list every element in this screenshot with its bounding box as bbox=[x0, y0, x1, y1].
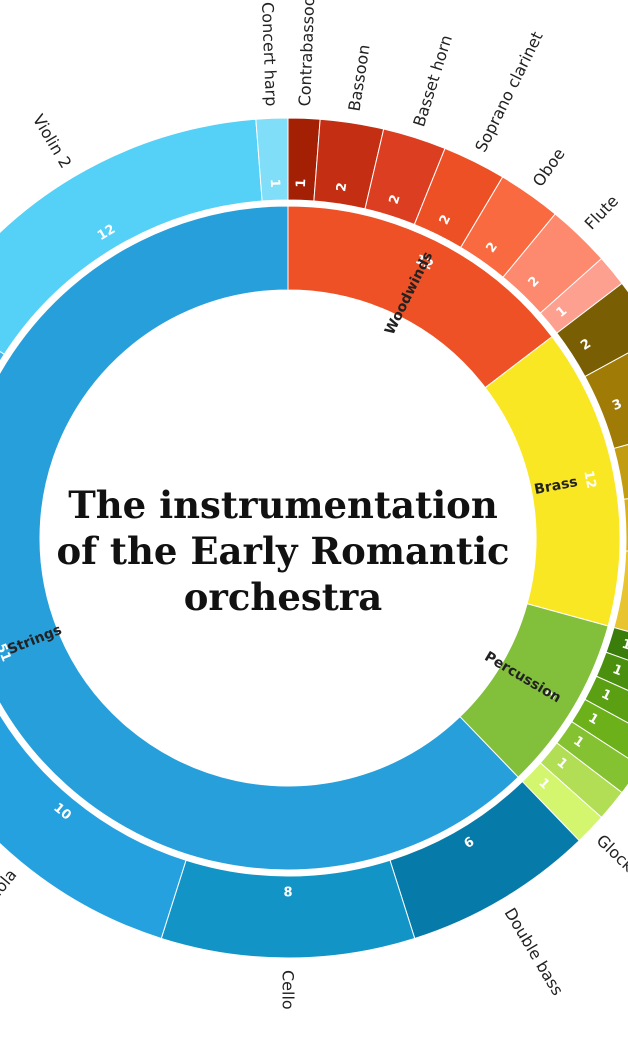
title-line-1: The instrumentation bbox=[68, 483, 498, 527]
instrument-label-bassoon: Bassoon bbox=[345, 43, 374, 112]
instrument-label-basset-horn: Basset horn bbox=[409, 33, 456, 129]
instrument-label-concert-harp: Concert harp bbox=[258, 2, 281, 107]
instrument-slice-viola bbox=[0, 713, 187, 940]
instrument-label-soprano-clarinet: Soprano clarinet bbox=[471, 29, 547, 156]
instrument-value-cello: 8 bbox=[283, 886, 292, 901]
instrument-slice-instrument-11 bbox=[623, 498, 628, 552]
instrument-label-violin-2: Violin 2 bbox=[29, 111, 76, 172]
instrument-value-basset-horn: 2 bbox=[387, 193, 404, 206]
title-line-2: of the Early Romantic bbox=[56, 529, 510, 573]
group-value-woodwinds: 12 bbox=[413, 252, 436, 273]
instrument-label-glock: Glock bbox=[593, 831, 628, 876]
instrument-value-contrabassoon: 1 bbox=[294, 178, 309, 188]
group-slice-strings bbox=[0, 205, 519, 871]
group-value-brass: 12 bbox=[580, 469, 598, 490]
instrument-label-oboe: Oboe bbox=[529, 145, 569, 191]
instrument-slice-cello bbox=[160, 859, 416, 959]
instrument-label-double-bass: Double bass bbox=[501, 904, 568, 998]
instrument-label-contrabassoon: Contrabassoon bbox=[295, 0, 319, 107]
instrument-label-flute: Flute bbox=[581, 191, 622, 233]
outer-ring bbox=[0, 117, 628, 959]
chart-title: The instrumentation of the Early Romanti… bbox=[40, 482, 526, 620]
instrument-label-cello: Cello bbox=[279, 970, 298, 1010]
instrument-value-bassoon: 2 bbox=[334, 182, 350, 193]
inner-ring bbox=[0, 205, 621, 871]
instrument-value-concert-harp: 1 bbox=[267, 178, 282, 188]
instrument-value-instrument-13: 1 bbox=[620, 637, 628, 654]
title-line-3: orchestra bbox=[183, 575, 383, 619]
instrument-slice-concert-harp bbox=[255, 117, 289, 202]
instrument-label-viola: Viola bbox=[0, 865, 20, 907]
